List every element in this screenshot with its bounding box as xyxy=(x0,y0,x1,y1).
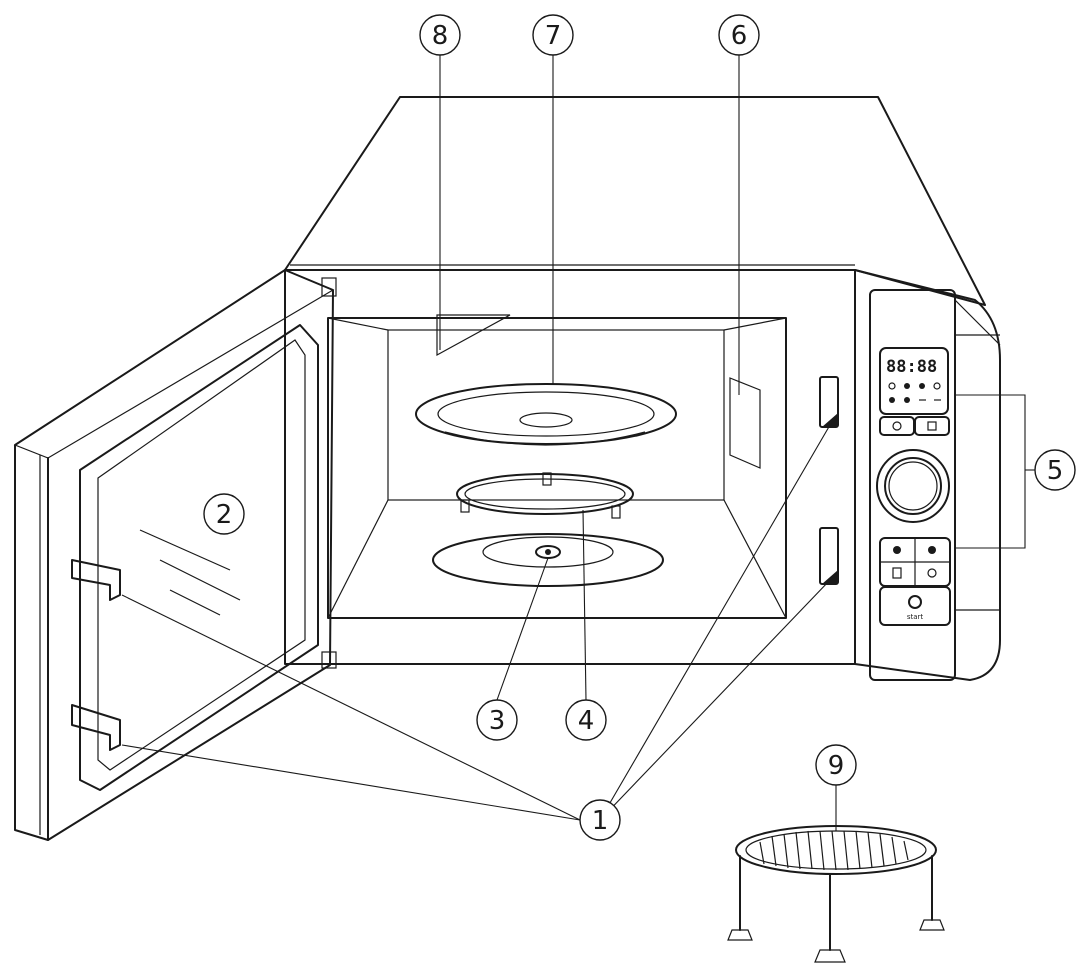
door-window xyxy=(79,324,319,791)
start-label: start xyxy=(907,613,924,621)
grill-rack xyxy=(727,825,945,963)
callout-7: 7 xyxy=(532,14,574,56)
glass-tray xyxy=(415,383,677,446)
callout-3: 3 xyxy=(476,699,518,741)
callout-5: 5 xyxy=(1034,449,1076,491)
callout-7-label: 7 xyxy=(545,21,562,51)
display-window xyxy=(879,347,949,415)
cavity-floor xyxy=(432,533,664,587)
door-latch-hooks xyxy=(71,559,121,751)
callout-6: 6 xyxy=(718,14,760,56)
callout-1: 1 xyxy=(579,799,621,841)
callout-2: 2 xyxy=(203,493,245,535)
interlock-slots xyxy=(819,376,839,585)
callout-4-label: 4 xyxy=(578,706,595,736)
callout-8: 8 xyxy=(419,14,461,56)
oven-door xyxy=(13,269,337,841)
clock-button xyxy=(879,416,915,436)
callout-5-label: 5 xyxy=(1047,456,1064,486)
display-digits: 88:88 xyxy=(886,357,937,377)
callout-4: 4 xyxy=(565,699,607,741)
microwave-body xyxy=(284,96,1001,681)
callout-6-label: 6 xyxy=(731,21,748,51)
waveguide-cover xyxy=(729,377,761,469)
callout-1-label: 1 xyxy=(592,806,609,836)
control-dial xyxy=(876,449,950,523)
callout-9-label: 9 xyxy=(828,751,845,781)
start-button xyxy=(879,586,951,626)
callout-9: 9 xyxy=(815,744,857,786)
callout-3-label: 3 xyxy=(489,706,506,736)
weight-button xyxy=(914,416,950,436)
callout-2-label: 2 xyxy=(216,500,233,530)
callout-8-label: 8 xyxy=(432,21,449,51)
leader-lines xyxy=(121,48,1038,831)
roller-ring xyxy=(456,472,634,519)
cavity-shield-plate xyxy=(436,314,511,357)
control-panel: 88:88 start xyxy=(869,289,1001,681)
oven-cavity xyxy=(327,314,787,619)
